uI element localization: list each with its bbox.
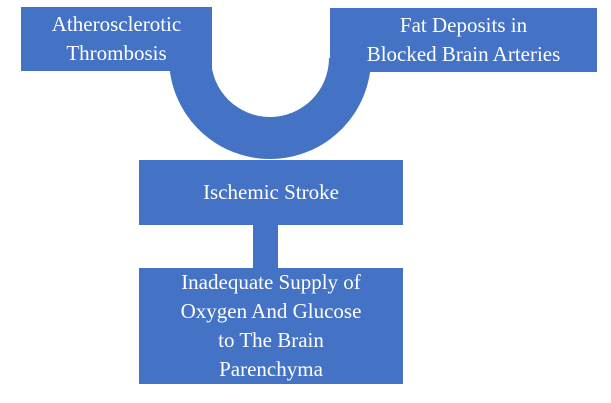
node-label: Ischemic Stroke	[203, 180, 339, 204]
node-fat-deposits-blocked-arteries: Fat Deposits in Blocked Brain Arteries	[330, 8, 597, 72]
node-atherosclerotic-thrombosis: Atherosclerotic Thrombosis	[21, 7, 212, 71]
node-label: Fat Deposits in Blocked Brain Arteries	[366, 13, 561, 66]
node-label: Inadequate Supply of Oxygen And Glucose …	[180, 270, 362, 381]
u-curve-connector	[169, 58, 371, 159]
node-ischemic-stroke: Ischemic Stroke	[139, 160, 403, 225]
node-label: Atherosclerotic Thrombosis	[51, 12, 182, 65]
node-inadequate-supply: Inadequate Supply of Oxygen And Glucose …	[139, 268, 403, 384]
vertical-connector	[253, 220, 278, 270]
